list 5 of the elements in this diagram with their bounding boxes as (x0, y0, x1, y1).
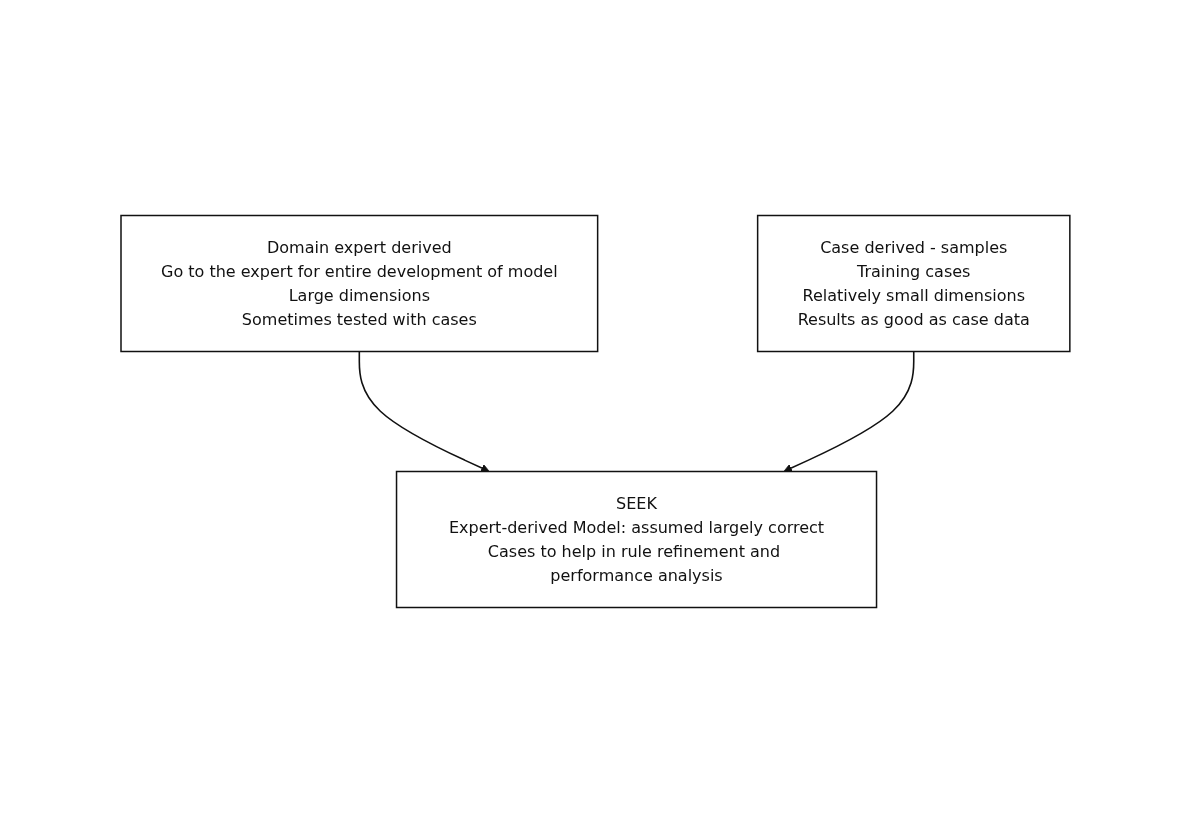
arrow (783, 350, 915, 473)
node-box: Case derived - samples Training cases Relatively small dimensions Results as good as case data (756, 214, 1071, 353)
node-box: Domain expert derived Go to the expert for entire development of model Large dimensions Sometimes tested with cases (119, 214, 598, 353)
arrow (358, 350, 490, 473)
node-box: SEEK Expert-derived Model: assumed largely correct Cases to help in rule refinement and performance analysis (395, 470, 877, 609)
